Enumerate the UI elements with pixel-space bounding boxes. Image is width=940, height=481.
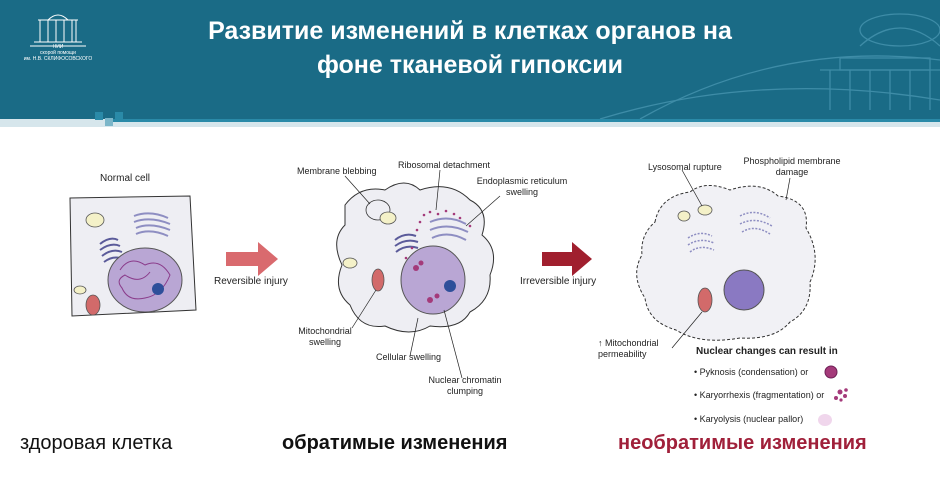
er-swelling-label: Endoplasmic reticulum swelling: [476, 176, 568, 197]
karyolysis-icon: [818, 414, 832, 426]
membrane-blebbing-label: Membrane blebbing: [297, 166, 377, 176]
logo-text: НИИ скорой помощи им. Н.В. СКЛИФОСОВСКОГ…: [23, 44, 93, 62]
page-title: Развитие изменений в клетках органов на …: [208, 17, 732, 79]
karyorrhexis-icon: [834, 388, 848, 402]
caption-healthy-cell: здоровая клетка: [20, 432, 173, 454]
chromatin-clumping-label: Nuclear chromatin clumping: [428, 375, 502, 396]
nuclear-changes-title: Nuclear changes can result in: [696, 346, 838, 357]
caption-reversible: обратимые изменения: [282, 432, 508, 454]
karyolysis-label: • Karyolysis (nuclear pallor): [694, 414, 804, 424]
irreversible-cell: [636, 185, 816, 341]
header-squares-decoration: [95, 112, 123, 126]
irreversible-injury-label: Irreversible injury: [520, 276, 597, 287]
normal-cell: [69, 195, 197, 317]
reversible-injury-label: Reversible injury: [214, 276, 288, 287]
header-accent-line: [110, 119, 940, 122]
reversible-arrow: [226, 242, 278, 276]
pyknosis-label: • Pyknosis (condensation) or: [694, 367, 809, 377]
normal-cell-label: Normal cell: [100, 173, 151, 184]
reversible-cell: [336, 182, 495, 333]
phospholipid-damage-label: Phospholipid membrane damage: [743, 156, 841, 177]
mito-permeability-label: ↑ Mitochondrial permeability: [598, 338, 659, 359]
cellular-swelling-label: Cellular swelling: [376, 352, 442, 362]
mito-swelling-label: Mitochondrial swelling: [298, 326, 352, 347]
header-stripe: [0, 119, 940, 127]
header-banner: НИИ скорой помощи им. Н.В. СКЛИФОСОВСКОГ…: [0, 0, 940, 119]
caption-irreversible: необратимые изменения: [618, 432, 867, 454]
karyorrhexis-label: • Karyorrhexis (fragmentation) or: [694, 390, 825, 400]
institute-logo: [30, 14, 86, 47]
lysosomal-rupture-label: Lysosomal rupture: [648, 162, 722, 172]
architecture-decoration: [599, 13, 940, 119]
irreversible-arrow: [542, 242, 592, 276]
ribosomal-detachment-label: Ribosomal detachment: [398, 160, 491, 170]
pyknosis-icon: [824, 365, 838, 379]
